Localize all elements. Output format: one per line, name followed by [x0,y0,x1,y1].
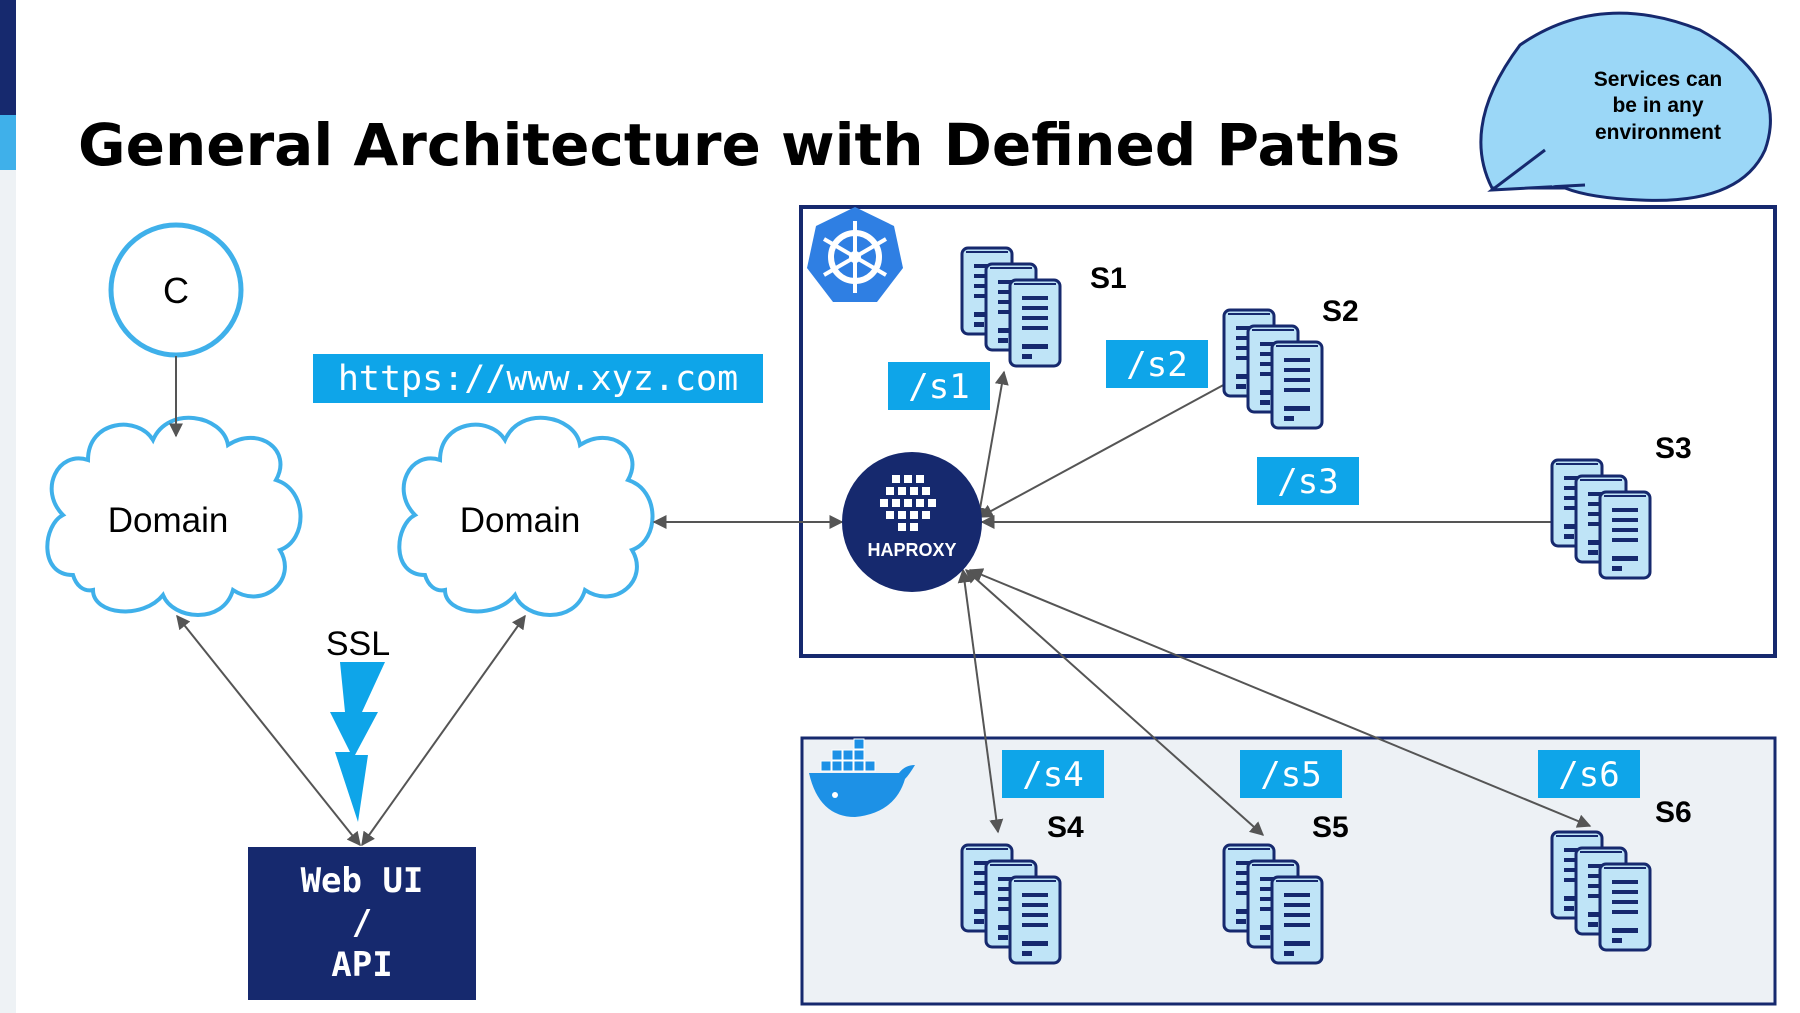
url-banner: https://www.xyz.com [313,354,763,403]
haproxy-label: HAPROXY [867,540,956,560]
path-text-s6: /s6 [1558,755,1619,795]
domain-cloud-right: Domain [397,415,655,617]
client-label: C [163,270,189,311]
webui-line-2: / [352,903,372,943]
path-text-s5: /s5 [1260,755,1321,795]
service-label-s6: S6 [1655,796,1692,829]
kubernetes-icon [807,207,903,302]
lightning-bolt-icon [330,662,385,822]
service-label-s3: S3 [1655,432,1692,465]
domain-cloud-left: Domain [45,415,303,617]
service-label-s5: S5 [1312,811,1349,844]
path-text-s3: /s3 [1277,462,1338,502]
callout-line-1: Services can [1594,68,1722,91]
path-text-s1: /s1 [908,367,969,407]
path-label-s6: /s6 [1538,750,1640,798]
path-text-s2: /s2 [1126,345,1187,385]
path-label-s3: /s3 [1257,457,1359,505]
haproxy-node: HAPROXY [842,452,982,592]
domain-label-right: Domain [460,501,581,540]
path-text-s4: /s4 [1022,755,1083,795]
haproxy-logo [880,475,936,531]
service-label-s4: S4 [1047,811,1084,844]
url-text: https://www.xyz.com [338,359,738,399]
service-label-s2: S2 [1322,295,1359,328]
haproxy-to-s2-arrow [978,375,1242,518]
webui-to-domain-left-arrow [176,614,361,847]
docker-icon [809,738,915,817]
connections [169,356,1592,847]
webui-to-domain-right-arrow [361,614,526,847]
path-label-s5: /s5 [1240,750,1342,798]
webui-line-1: Web UI [301,861,424,901]
kubernetes-cluster-box [799,205,1777,658]
domain-label-left: Domain [108,501,229,540]
callout-line-3: environment [1595,121,1721,144]
page-title: General Architecture with Defined Paths [78,111,1400,179]
path-label-s4: /s4 [1002,750,1104,798]
path-label-s2: /s2 [1106,340,1208,388]
webui-line-3: API [331,945,392,985]
haproxy-to-s6-arrow [968,568,1592,828]
ssl-label: SSL [326,625,390,663]
callout-line-2: be in any [1612,94,1703,117]
client-node: C [108,222,244,358]
path-label-s1: /s1 [888,362,990,410]
environment-callout: Services can be in any environment [1479,11,1772,202]
service-label-s1: S1 [1090,262,1127,295]
left-accent-bar [0,0,16,1013]
webui-api-box: Web UI / API [248,847,476,1000]
